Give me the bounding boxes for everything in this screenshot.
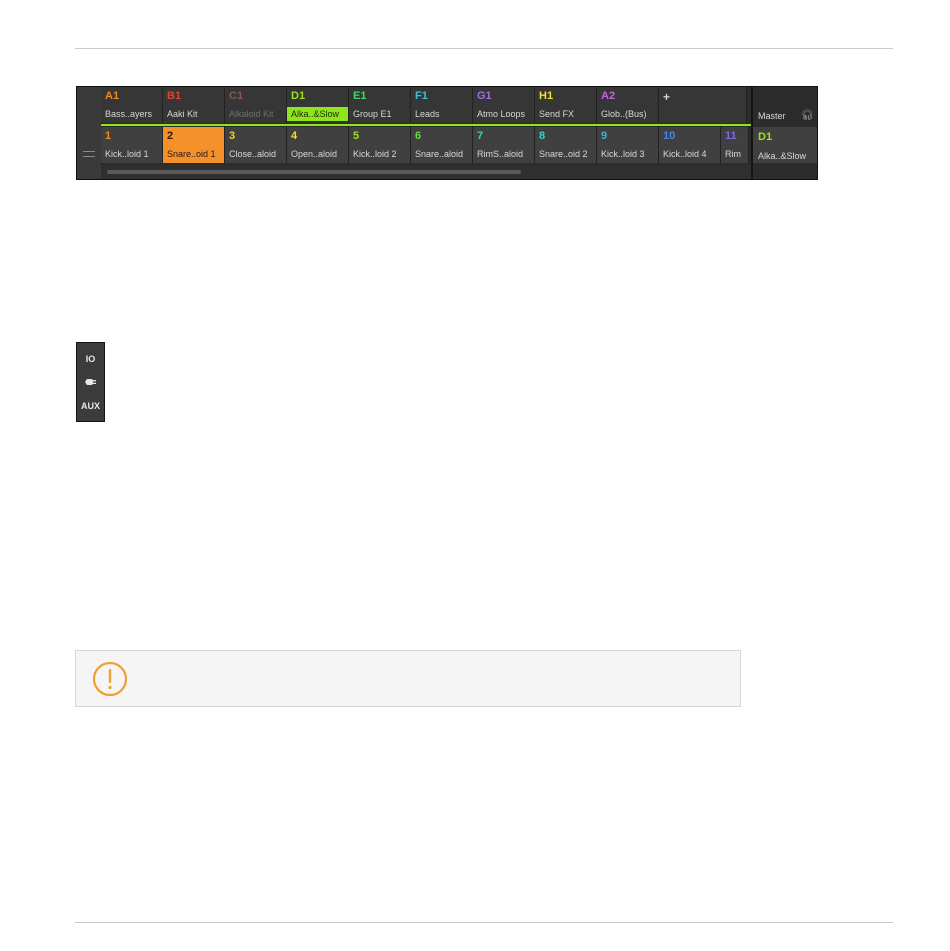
sound-name: Kick..loid 3 — [601, 149, 645, 159]
note-box — [75, 650, 741, 707]
selected-group-cell[interactable] — [753, 127, 817, 163]
group-name: Alka..&Slow — [287, 107, 348, 121]
header-rule — [75, 48, 893, 49]
group-number: A1 — [105, 90, 120, 102]
sound-number: 11 — [725, 130, 737, 142]
sound-number: 9 — [601, 130, 608, 142]
sound-name: Open..aloid — [291, 149, 338, 159]
scrollbar-thumb[interactable] — [107, 170, 521, 174]
group-name: Glob..(Bus) — [601, 109, 647, 119]
group-name: Send FX — [539, 109, 575, 119]
group-number: C1 — [229, 90, 244, 102]
sound-number: 1 — [105, 130, 112, 142]
group-number: E1 — [353, 90, 367, 102]
group-number: G1 — [477, 90, 492, 102]
sound-number: 4 — [291, 130, 298, 142]
headphones-icon[interactable]: 🎧︎ — [801, 110, 814, 121]
group-name: Group E1 — [353, 109, 392, 119]
sound-name: Kick..loid 2 — [353, 149, 397, 159]
sound-number: 2 — [167, 130, 174, 142]
selected-group-number: D1 — [758, 131, 773, 143]
sound-name: Kick..loid 4 — [663, 149, 707, 159]
sound-number: 8 — [539, 130, 546, 142]
sound-name: Snare..oid 2 — [539, 149, 588, 159]
master-panel: Master 🎧︎ D1 Alka..&Slow — [751, 87, 817, 179]
warning-icon — [92, 661, 128, 697]
sound-name: Close..aloid — [229, 149, 277, 159]
plug-icon[interactable] — [85, 376, 97, 388]
sound-number: 6 — [415, 130, 422, 142]
sound-number: 5 — [353, 130, 360, 142]
aux-button[interactable]: AUX — [80, 401, 100, 411]
sound-name: Snare..aloid — [415, 149, 464, 159]
add-group-button[interactable]: + — [659, 87, 747, 123]
io-button[interactable]: IO — [85, 354, 96, 364]
sound-number: 10 — [663, 130, 676, 142]
selected-group-indicator — [101, 124, 817, 126]
mixer-left-column — [77, 87, 102, 179]
io-panel: IO AUX — [76, 342, 105, 422]
horizontal-scrollbar[interactable] — [101, 165, 751, 179]
selected-group-name: Alka..&Slow — [758, 151, 807, 161]
sound-name: Rim — [725, 149, 741, 159]
group-number: D1 — [291, 90, 306, 102]
group-name: Aaki Kit — [167, 109, 198, 119]
group-name: Atmo Loops — [477, 109, 526, 119]
group-number: A2 — [601, 90, 616, 102]
sound-number: 7 — [477, 130, 484, 142]
group-number: B1 — [167, 90, 182, 102]
menu-icon[interactable] — [83, 151, 95, 157]
plus-icon: + — [663, 90, 671, 104]
group-name: Alkaloid Kit — [229, 109, 274, 119]
group-name: Leads — [415, 109, 440, 119]
master-label[interactable]: Master — [758, 111, 786, 121]
group-name: Bass..ayers — [105, 109, 153, 119]
group-number: F1 — [415, 90, 428, 102]
group-number: H1 — [539, 90, 554, 102]
sound-name: RimS..aloid — [477, 149, 524, 159]
sound-number: 3 — [229, 130, 236, 142]
footer-rule — [75, 922, 893, 923]
sound-name: Kick..loid 1 — [105, 149, 149, 159]
sound-name: Snare..oid 1 — [167, 149, 216, 159]
